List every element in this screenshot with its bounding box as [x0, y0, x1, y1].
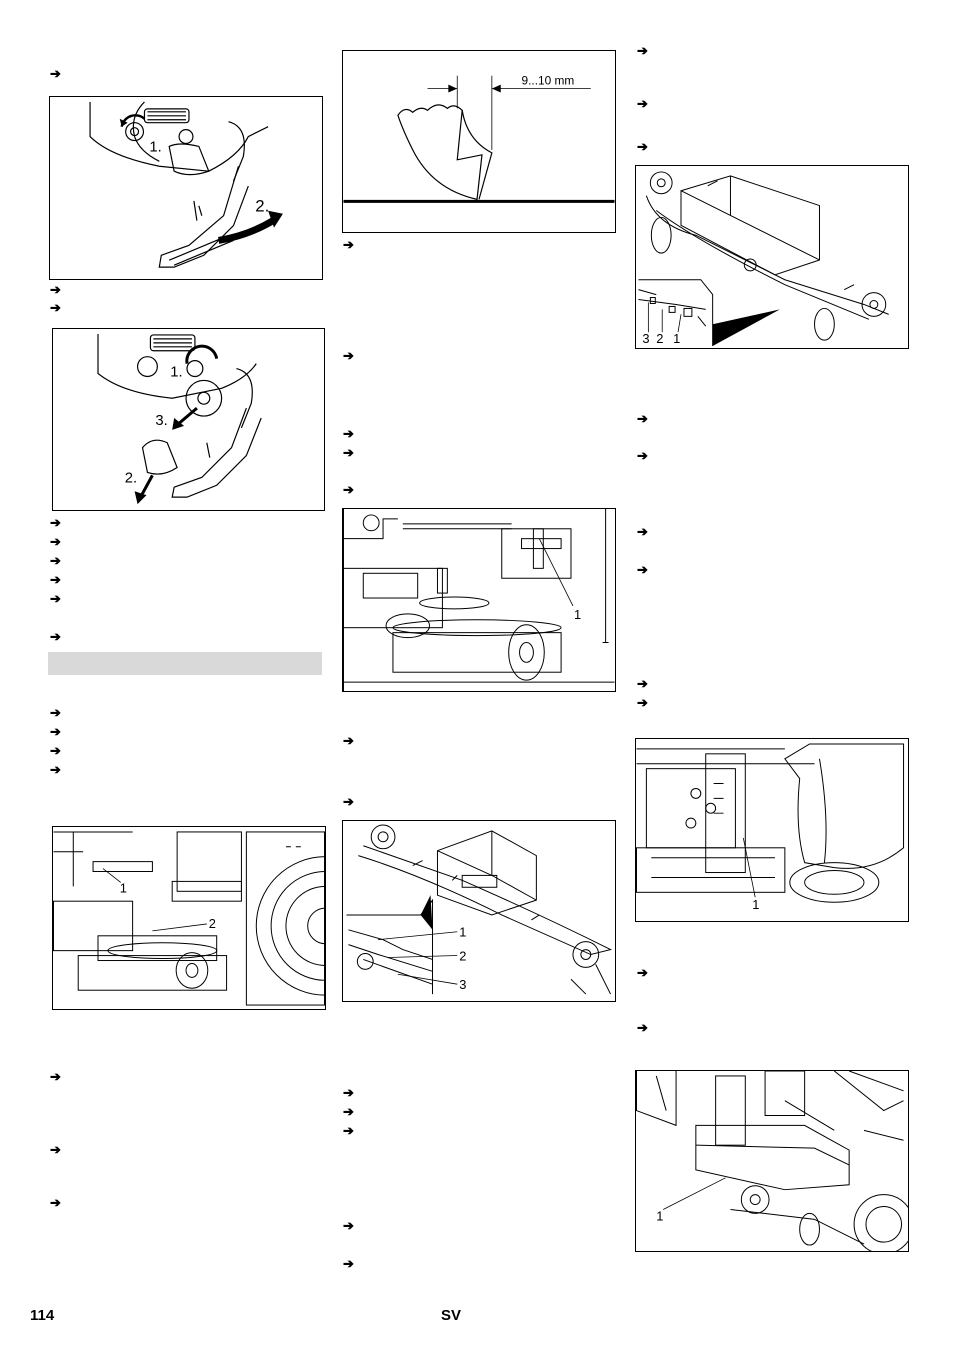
instruction-arrow: ➔	[637, 965, 648, 980]
instruction-arrow: ➔	[343, 237, 354, 252]
figure-9-drawing: 1	[636, 1071, 908, 1251]
step-2-label: 2.	[255, 197, 269, 216]
callout-1: 1	[752, 897, 759, 912]
instruction-arrow: ➔	[50, 724, 61, 739]
instruction-arrow: ➔	[637, 411, 648, 426]
page-number: 114	[30, 1307, 55, 1324]
instruction-arrow: ➔	[637, 1020, 648, 1035]
instruction-arrow: ➔	[50, 1195, 61, 1210]
instruction-arrow: ➔	[50, 1142, 61, 1157]
section-heading-bar	[48, 652, 322, 675]
figure-3-drawing: 1 2	[53, 831, 325, 1006]
instruction-arrow: ➔	[50, 743, 61, 758]
instruction-arrow: ➔	[637, 96, 648, 111]
figure-7-drawing: 3 2 1	[638, 171, 889, 346]
figure-squeegee-height-adjust: 1	[342, 508, 616, 692]
instruction-arrow: ➔	[343, 1218, 354, 1233]
instruction-arrow: ➔	[343, 733, 354, 748]
instruction-arrow: ➔	[343, 482, 354, 497]
instruction-arrow: ➔	[50, 282, 61, 297]
instruction-arrow: ➔	[50, 762, 61, 777]
figure-squeegee-mount: 1 2	[52, 826, 326, 1010]
callout-3: 3	[642, 331, 649, 346]
instruction-arrow: ➔	[343, 1104, 354, 1119]
callout-1: 1	[673, 331, 680, 346]
figure-brush-cover-open: 1. 2.	[49, 96, 323, 280]
callout-1: 1	[656, 1208, 663, 1223]
figure-8-drawing: 1	[636, 743, 905, 912]
instruction-arrow: ➔	[637, 139, 648, 154]
instruction-arrow: ➔	[637, 448, 648, 463]
instruction-arrow: ➔	[50, 515, 61, 530]
step-1-label: 1.	[149, 139, 161, 155]
instruction-arrow: ➔	[343, 1123, 354, 1138]
instruction-arrow: ➔	[50, 553, 61, 568]
figure-4-drawing: 9...10 mm	[343, 74, 615, 203]
figure-squeegee-tilt: 9...10 mm	[342, 50, 616, 233]
language-code: SV	[441, 1307, 462, 1324]
instruction-arrow: ➔	[637, 524, 648, 539]
instruction-arrow: ➔	[343, 445, 354, 460]
instruction-arrow: ➔	[50, 572, 61, 587]
instruction-arrow: ➔	[50, 629, 61, 644]
figure-squeegee-assembly-top: 3 2 1	[635, 165, 909, 349]
step-1-label: 1.	[170, 364, 182, 380]
callout-1: 1	[574, 607, 581, 622]
instruction-arrow: ➔	[343, 348, 354, 363]
callout-2: 2	[459, 948, 466, 963]
instruction-arrow: ➔	[50, 591, 61, 606]
instruction-arrow: ➔	[50, 1069, 61, 1084]
instruction-arrow: ➔	[343, 1256, 354, 1271]
dimension-label: 9...10 mm	[522, 74, 575, 88]
instruction-arrow: ➔	[637, 562, 648, 577]
figure-6-drawing: 1 2 3	[346, 824, 612, 995]
callout-3: 3	[459, 977, 466, 992]
figure-2-drawing: 1. 3. 2.	[97, 333, 262, 505]
instruction-arrow: ➔	[50, 705, 61, 720]
figure-side-squeegee: 1	[635, 1070, 909, 1252]
figure-squeegee-blade-detail: 1 2 3	[342, 820, 616, 1002]
instruction-arrow: ➔	[50, 534, 61, 549]
instruction-arrow: ➔	[343, 1085, 354, 1100]
callout-1: 1	[459, 925, 466, 940]
instruction-arrow: ➔	[637, 695, 648, 710]
callout-2: 2	[209, 916, 216, 931]
callout-1: 1	[120, 880, 127, 895]
instruction-arrow: ➔	[343, 426, 354, 441]
instruction-arrow: ➔	[637, 676, 648, 691]
instruction-arrow: ➔	[637, 43, 648, 58]
step-3-label: 3.	[155, 413, 167, 429]
figure-1-drawing: 1. 2.	[89, 101, 283, 268]
figure-5-drawing: 1	[343, 509, 615, 691]
instruction-arrow: ➔	[50, 300, 61, 315]
instruction-arrow: ➔	[50, 66, 61, 81]
callout-2: 2	[656, 331, 663, 346]
figure-brush-removal: 1. 3. 2.	[52, 328, 325, 511]
step-2-label: 2.	[125, 470, 137, 486]
instruction-arrow: ➔	[343, 794, 354, 809]
figure-brush-head-lowering: 1	[635, 738, 909, 922]
